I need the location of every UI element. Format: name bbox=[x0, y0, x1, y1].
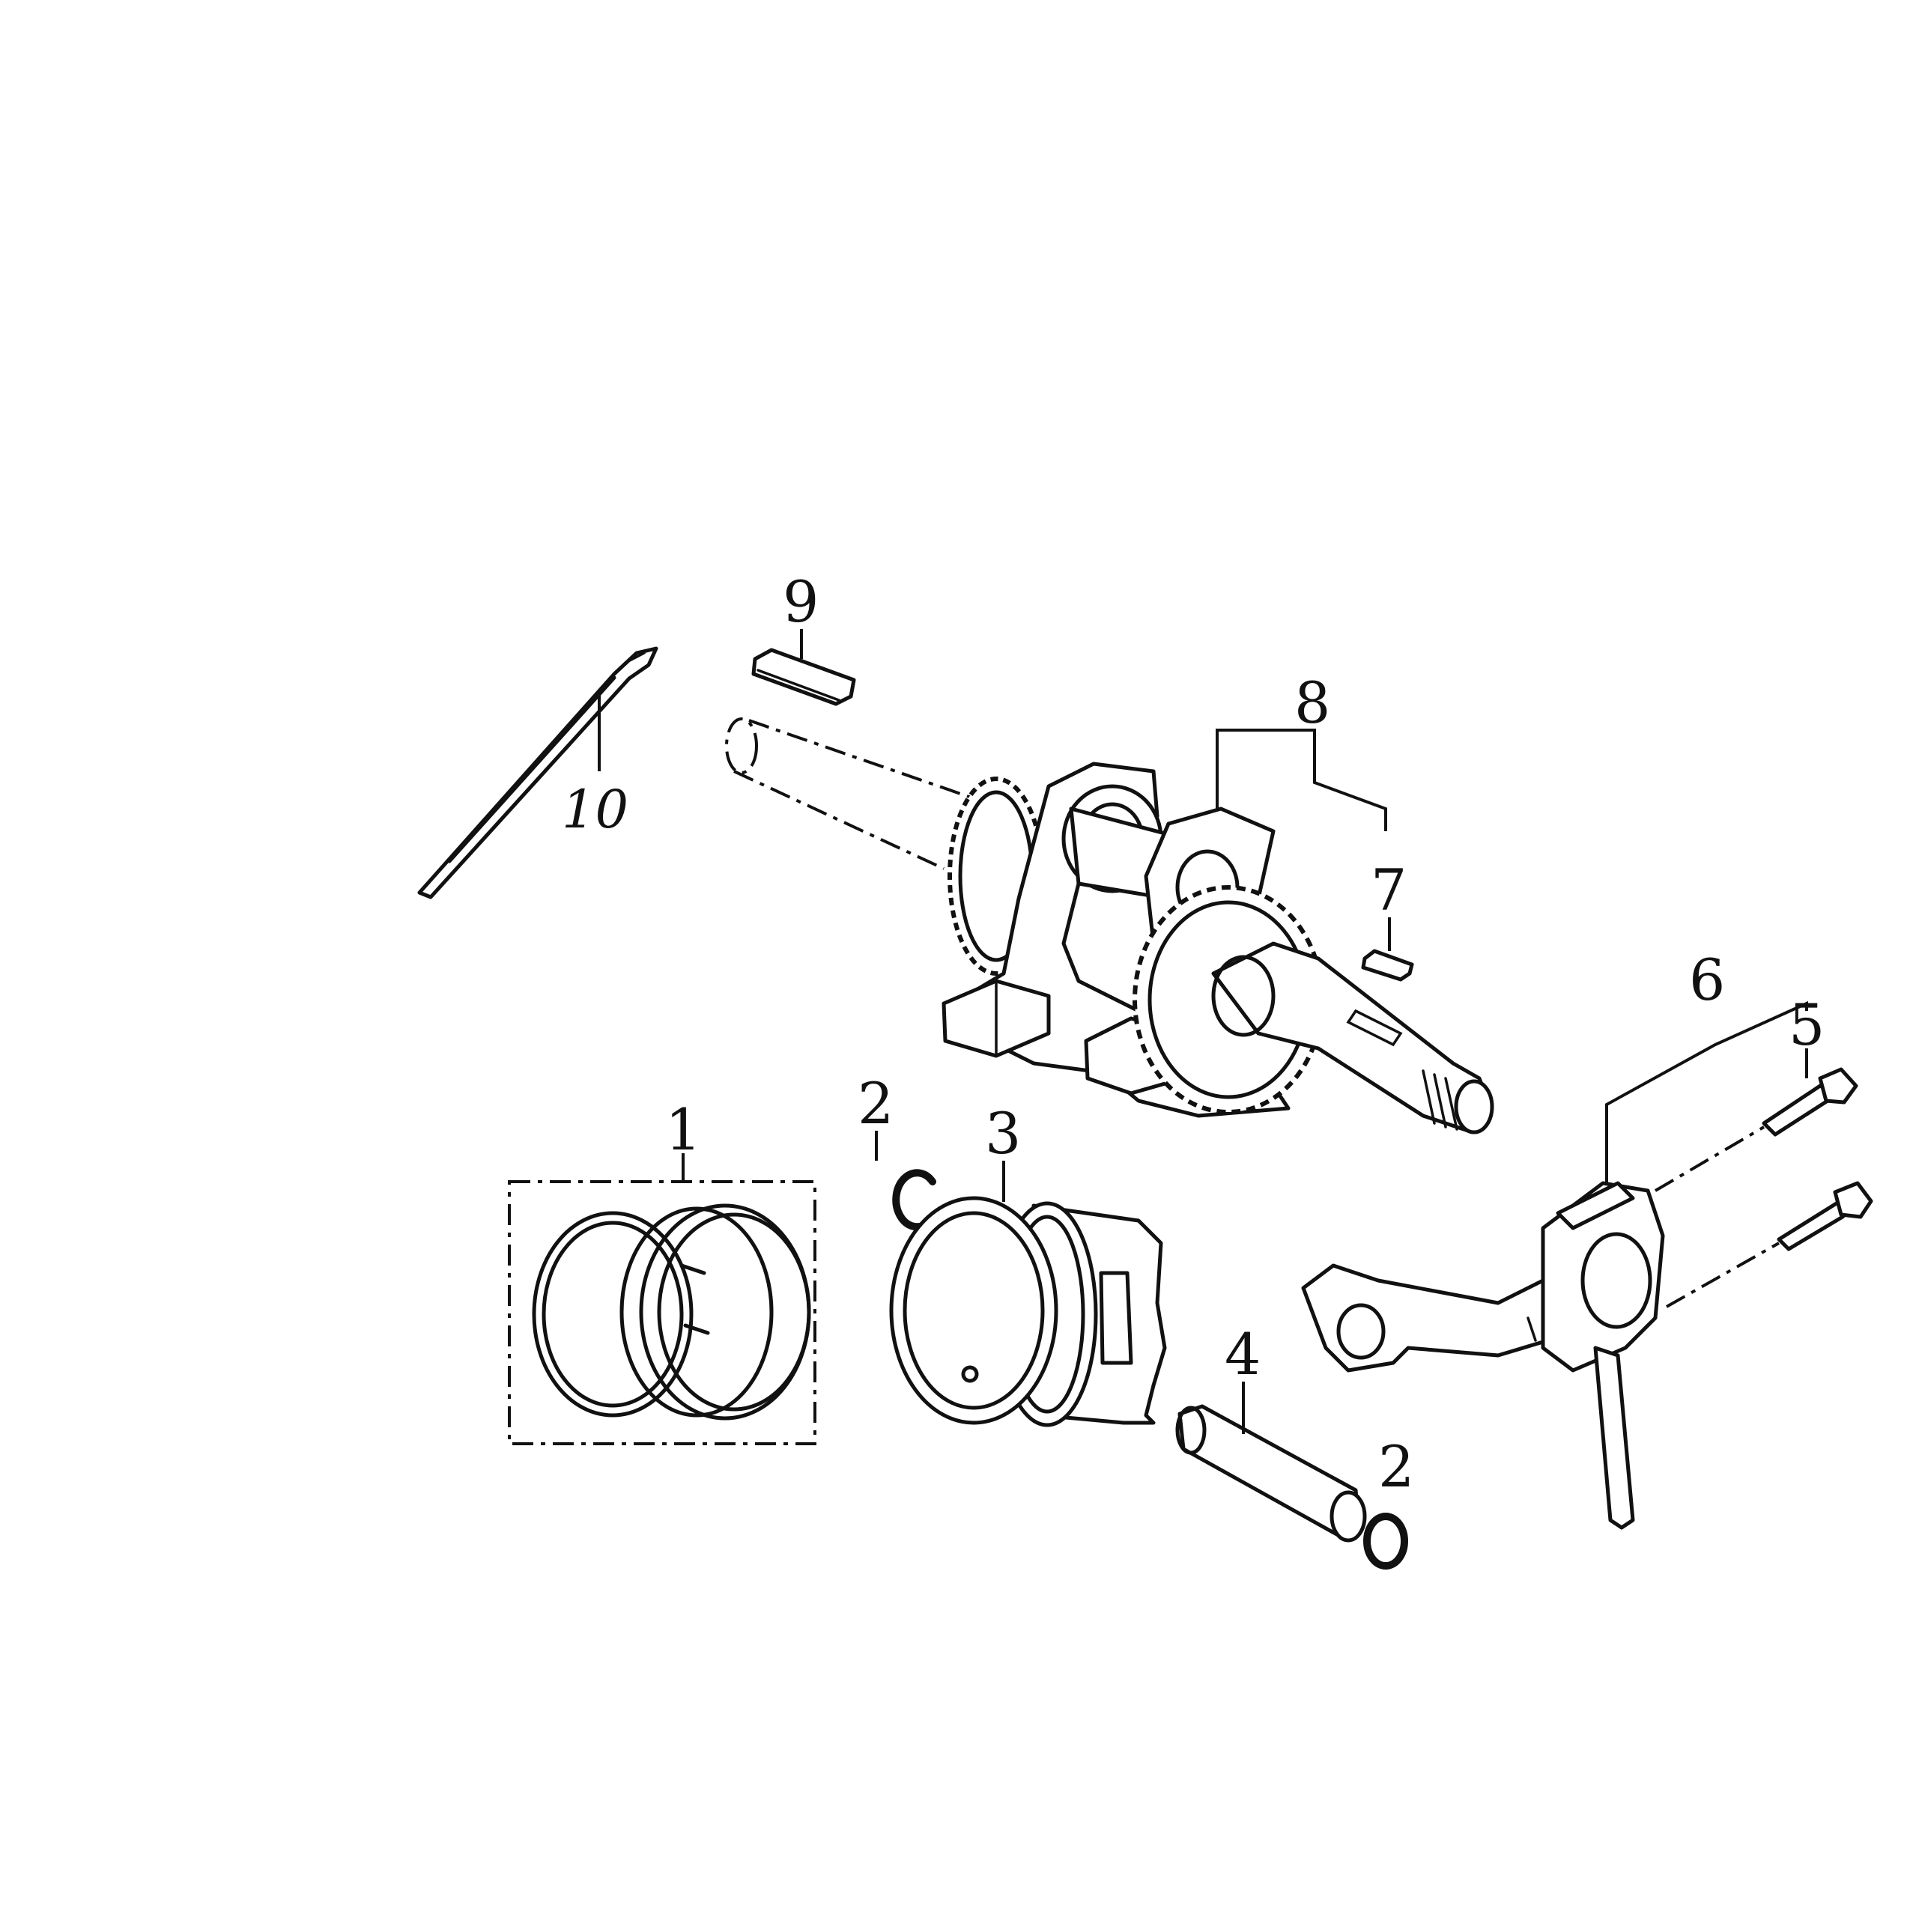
piston-pin-part bbox=[1175, 1404, 1367, 1543]
label-5: 5 bbox=[1789, 991, 1825, 1058]
piston-part bbox=[889, 1196, 1167, 1427]
label-10: 10 bbox=[562, 779, 628, 840]
connecting-rod-part bbox=[1301, 1181, 1665, 1530]
piston-pin-clip-left bbox=[892, 1169, 936, 1231]
ring-set-outline-box bbox=[508, 1180, 816, 1445]
label-6: 6 bbox=[1689, 947, 1725, 1013]
label-7: 7 bbox=[1371, 857, 1407, 923]
callout-line-6 bbox=[1605, 1000, 1808, 1183]
key-9-part bbox=[751, 648, 856, 706]
piston-pin-clip-right bbox=[1363, 1513, 1408, 1570]
label-2a: 2 bbox=[858, 1070, 894, 1137]
piston-ring-set-part bbox=[508, 1180, 816, 1445]
connecting-rod-bolt-part bbox=[1654, 1067, 1873, 1308]
label-1: 1 bbox=[665, 1096, 701, 1163]
crankshaft-part bbox=[725, 717, 1494, 1134]
key-7-part bbox=[1361, 949, 1414, 982]
label-4: 4 bbox=[1225, 1321, 1261, 1388]
label-3: 3 bbox=[985, 1100, 1021, 1167]
oil-dipper-part bbox=[417, 646, 658, 899]
callout-line-8 bbox=[1216, 729, 1387, 831]
label-9: 9 bbox=[783, 568, 819, 635]
label-8: 8 bbox=[1294, 669, 1330, 736]
label-2b: 2 bbox=[1378, 1433, 1414, 1500]
